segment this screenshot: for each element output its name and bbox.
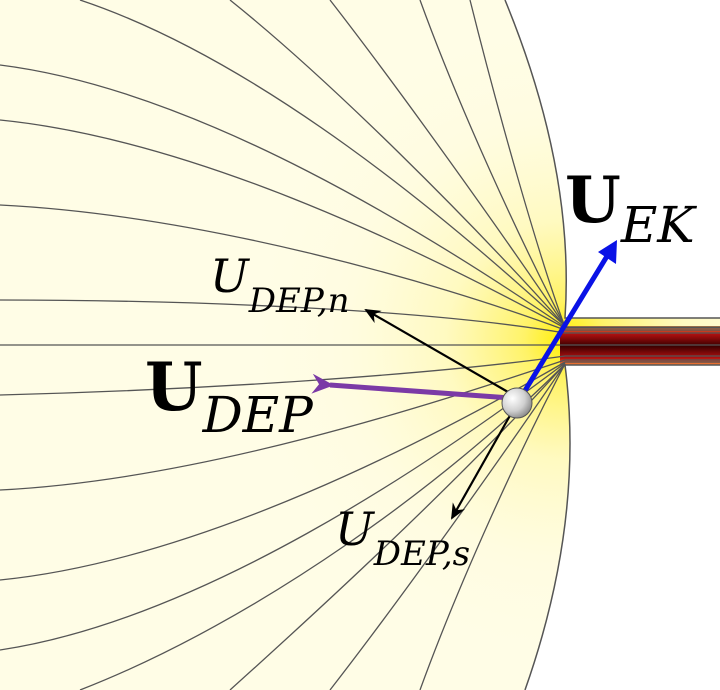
u-ek-arrowhead [598,240,617,264]
label-u-dep-s: UDEP,s [335,502,470,574]
label-u-ek: UEK [565,163,697,254]
label-u-ek-sub: EK [620,196,697,254]
label-u-dep-s-main: U [335,502,376,556]
u-dep-arrow [311,373,511,401]
u-dep-s-arrow [451,411,513,520]
label-u-dep-main: U [145,348,203,426]
label-u-ek-main: U [565,163,621,238]
u-ek-arrow [515,243,615,404]
domain-boundary [504,0,720,690]
u-dep-n-arrow [364,308,509,393]
label-u-dep-n-main: U [210,249,251,303]
label-u-dep-s-sub: DEP,s [373,534,470,574]
label-u-dep-sub: DEP [202,386,315,444]
label-u-dep-n: UDEP,n [210,249,350,321]
particle [501,387,533,419]
label-u-dep-n-sub: DEP,n [248,281,350,321]
label-u-dep: UDEP [145,348,314,444]
